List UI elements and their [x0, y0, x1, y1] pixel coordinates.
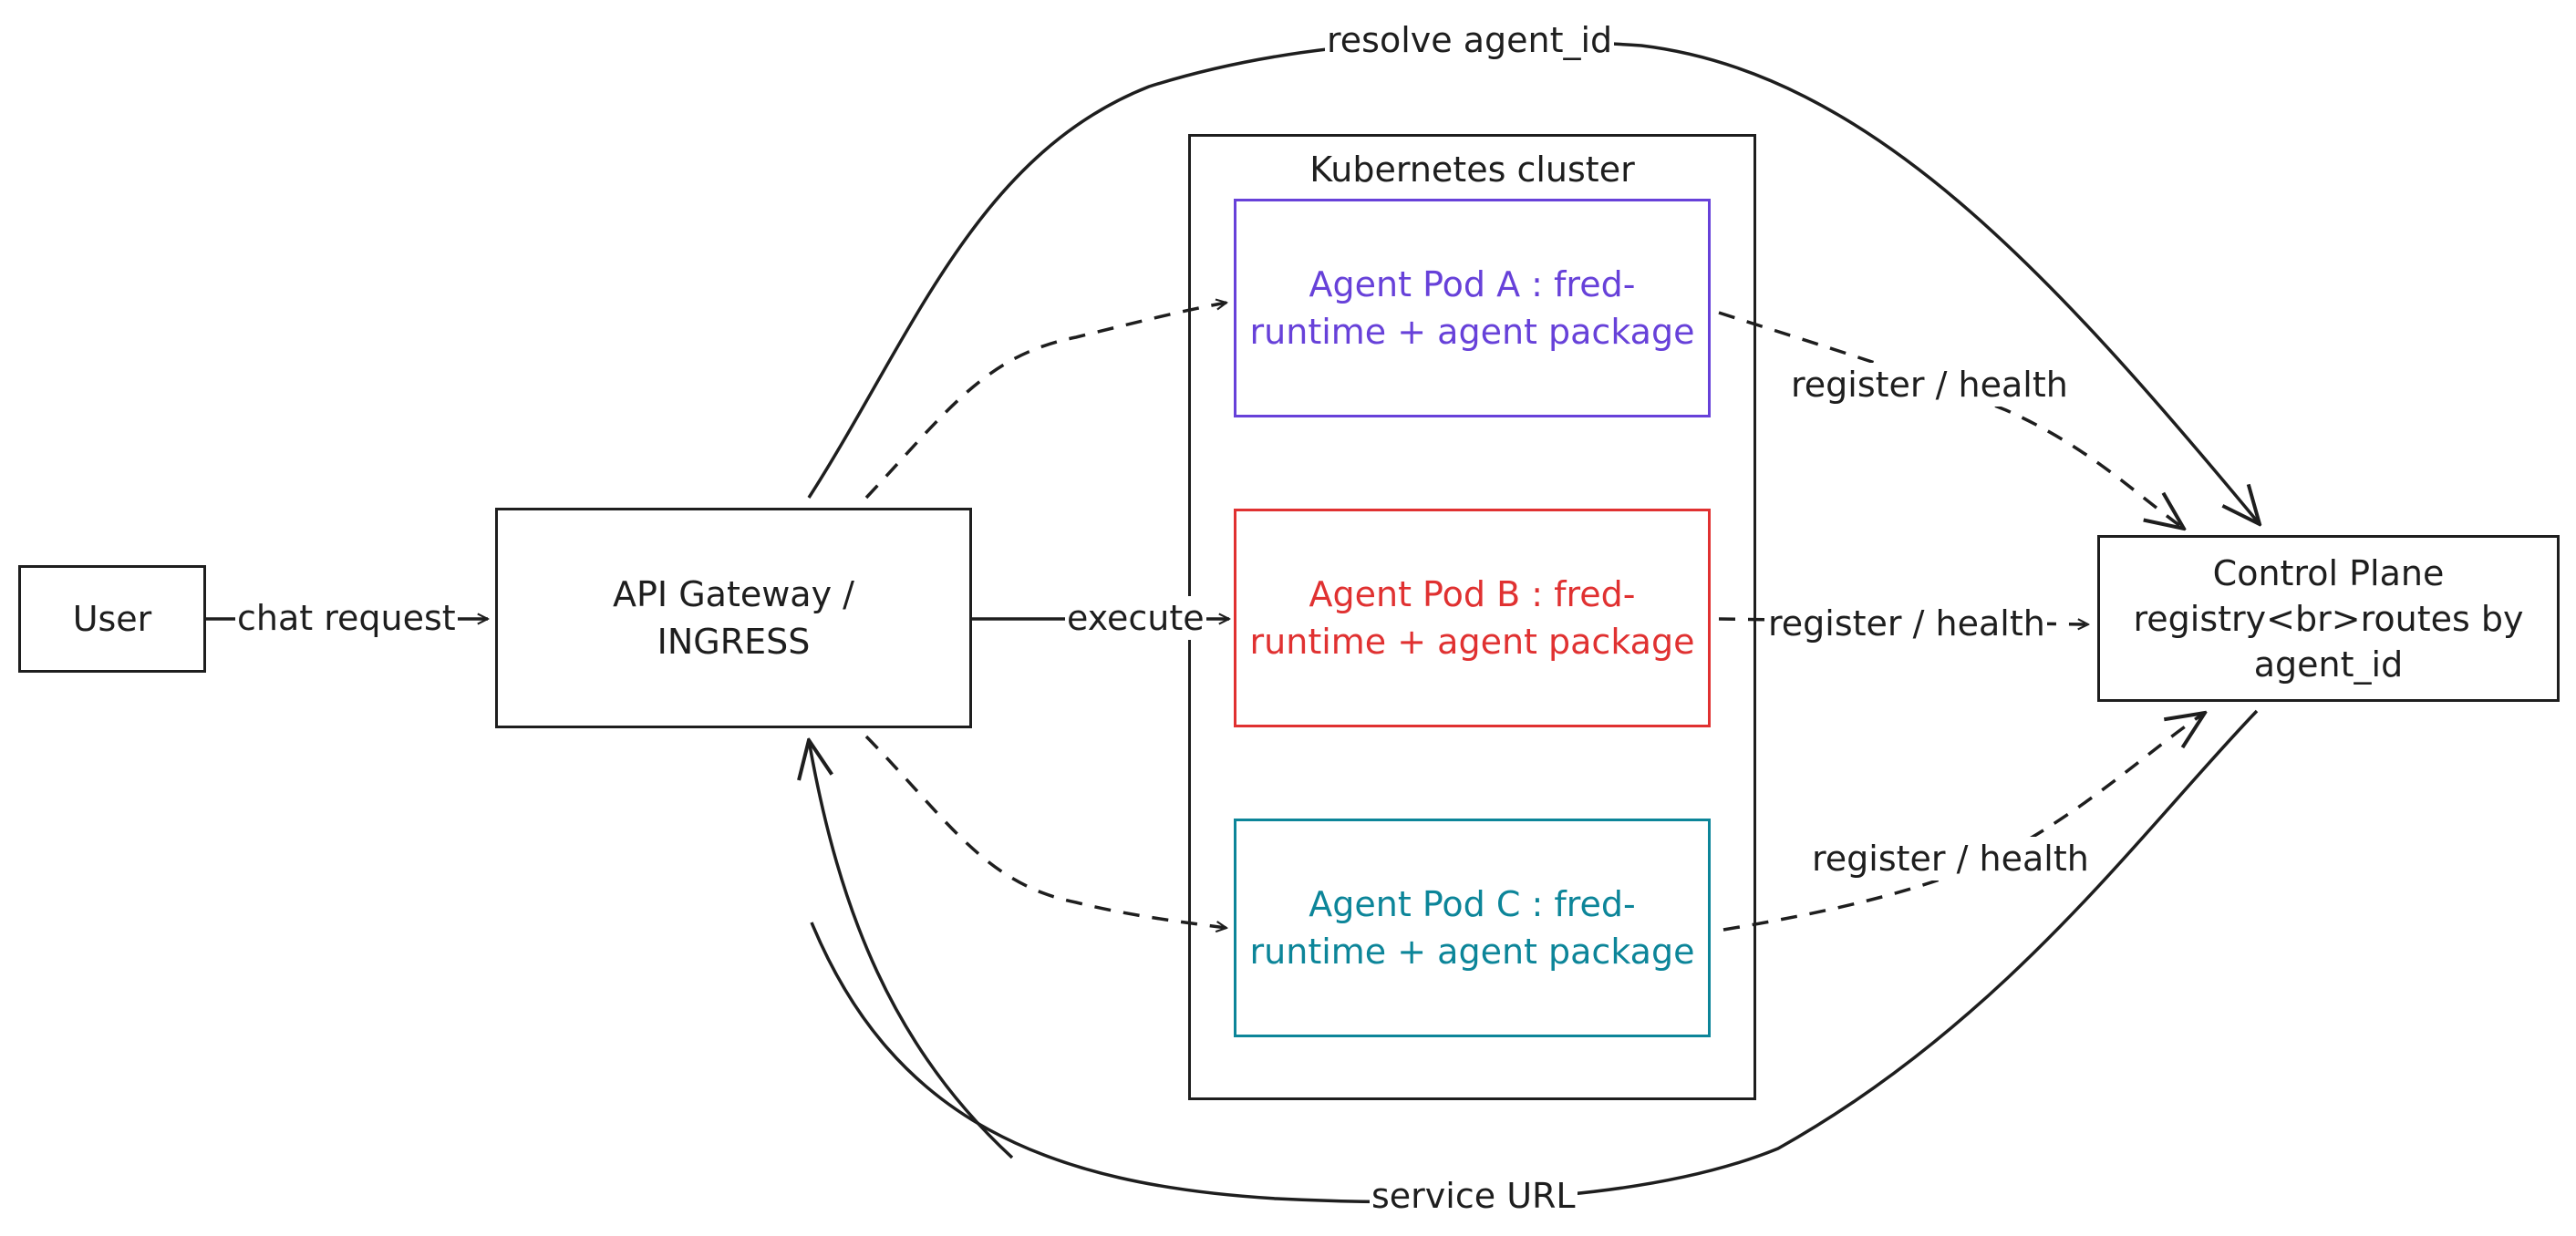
- agent-pod-a: Agent Pod A : fred- runtime + agent pack…: [1234, 199, 1711, 417]
- control-plane-label: Control Plane registry<br>routes by agen…: [2133, 552, 2524, 685]
- agent-pod-a-label: Agent Pod A : fred- runtime + agent pack…: [1249, 264, 1695, 352]
- control-plane-node: Control Plane registry<br>routes by agen…: [2097, 535, 2560, 702]
- agent-pod-c: Agent Pod C : fred- runtime + agent pack…: [1234, 819, 1711, 1037]
- edge-service-url-head: [812, 740, 967, 1130]
- service-url-arrowhead: [809, 740, 857, 925]
- edge-gateway-pod-a: [864, 303, 1226, 500]
- edge-label-register-b: register / health: [1766, 602, 2047, 645]
- edge-label-execute: execute: [1065, 596, 1206, 640]
- edge-label-chat-request: chat request: [235, 596, 458, 640]
- kubernetes-cluster-title: Kubernetes cluster: [1309, 149, 1635, 190]
- agent-pod-c-label: Agent Pod C : fred- runtime + agent pack…: [1249, 884, 1695, 972]
- edge-label-service-url: service URL: [1370, 1174, 1578, 1218]
- user-node: User: [18, 565, 206, 673]
- agent-pod-b: Agent Pod B : fred- runtime + agent pack…: [1234, 509, 1711, 727]
- edge-label-register-c: register / health: [1810, 837, 2091, 881]
- edge-register-a: [1718, 311, 2184, 529]
- user-label: User: [72, 599, 152, 639]
- edge-register-c: [1723, 713, 2205, 932]
- edge-label-resolve: resolve agent_id: [1325, 18, 1615, 62]
- api-gateway-label: API Gateway / INGRESS: [613, 574, 854, 662]
- api-gateway-node: API Gateway / INGRESS: [495, 508, 972, 728]
- edge-label-register-a: register / health: [1789, 363, 2070, 407]
- service-url-arrow: [809, 740, 1014, 1159]
- edge-gateway-pod-c: [864, 735, 1226, 928]
- agent-pod-b-label: Agent Pod B : fred- runtime + agent pack…: [1249, 574, 1695, 662]
